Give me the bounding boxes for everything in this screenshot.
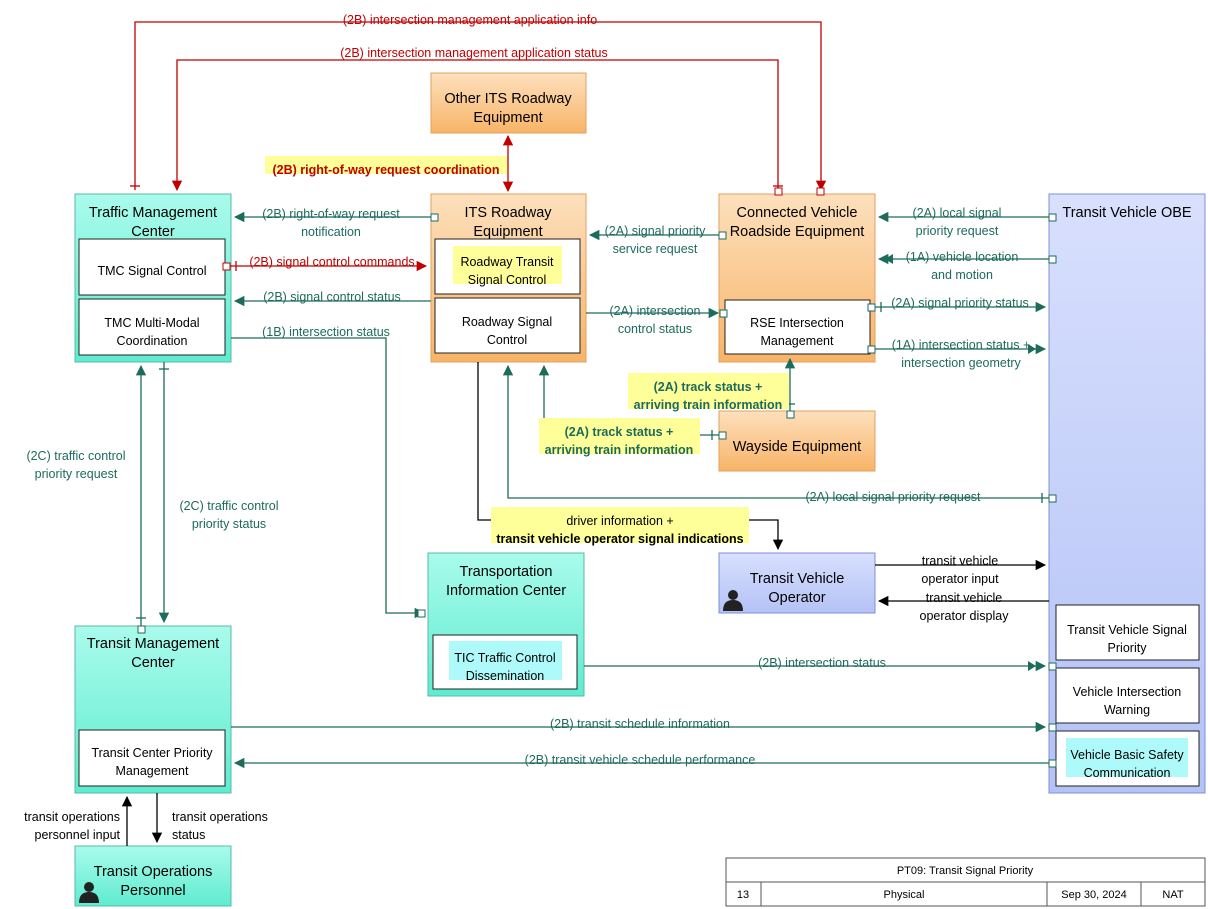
- flow-label: (2B) signal control commands: [249, 255, 414, 269]
- flow-app-status: (2B) intersection management application…: [171, 46, 783, 196]
- flow-row-coordination: (2B) right-of-way request coordination: [265, 134, 514, 193]
- node-title: Wayside Equipment: [733, 439, 861, 455]
- flow-label: (2A) local signal priority request: [805, 490, 981, 504]
- flow-intersection-status-1b: (1B) intersection status: [231, 325, 426, 619]
- flow-local-signal-priority-long: (2A) local signal priority request: [502, 364, 1057, 504]
- flow-transit-schedule-performance: (2B) transit vehicle schedule performanc…: [233, 753, 1057, 769]
- flow-label: (2B) intersection status: [758, 656, 886, 670]
- flow-track-status-left: (2A) track status +arriving train inform…: [538, 364, 727, 457]
- title-block: PT09: Transit Signal Priority 13 Physica…: [725, 857, 1206, 907]
- subsystem-label: TMC Signal Control: [97, 264, 206, 278]
- flow-signal-control-status: (2B) signal control status: [233, 290, 431, 307]
- flow-intersection-status-2b: (2B) intersection status: [584, 656, 1057, 672]
- flow-label: (2A) signal priority status: [891, 296, 1029, 310]
- title-block-number: 13: [737, 889, 749, 901]
- person-icon: [79, 882, 99, 903]
- flow-label: (2B) intersection management application…: [343, 13, 597, 27]
- node-title: Transit Vehicle OBE: [1062, 205, 1192, 221]
- flow-label: (2A) track status +arriving train inform…: [634, 380, 783, 412]
- flow-track-status-up: (2A) track status +arriving train inform…: [628, 357, 796, 419]
- title-block-date: Sep 30, 2024: [1061, 889, 1126, 901]
- flow-label: (2A) track status +arriving train inform…: [545, 425, 694, 457]
- flow-intersection-geometry: (1A) intersection status +intersection g…: [867, 338, 1047, 370]
- flow-label: (2B) transit schedule information: [550, 717, 730, 731]
- flow-label: (2B) transit vehicle schedule performanc…: [525, 753, 756, 767]
- flow-signal-control-commands: (2B) signal control commands: [222, 255, 428, 272]
- flow-label: (2B) right-of-way request coordination: [272, 163, 499, 177]
- title-block-org: NAT: [1162, 889, 1183, 901]
- flow-label: (1A) intersection status +intersection g…: [892, 338, 1031, 370]
- flow-label: (1B) intersection status: [262, 325, 390, 339]
- flow-transit-schedule-info: (2B) transit schedule information: [231, 717, 1057, 733]
- flow-driver-info: driver information +transit vehicle oper…: [477, 362, 784, 551]
- node-wayside-equipment: Wayside Equipment: [718, 410, 876, 472]
- flow-signal-priority-status: (2A) signal priority status: [867, 296, 1047, 313]
- person-icon: [723, 590, 743, 611]
- flow-label: driver information +transit vehicle oper…: [496, 514, 743, 546]
- flow-label: (2B) signal control status: [263, 290, 401, 304]
- title-block-title: PT09: Transit Signal Priority: [897, 865, 1034, 877]
- subsystem-tmc-signal-control: TMC Signal Control: [78, 238, 226, 296]
- flow-label: (2B) intersection management application…: [340, 46, 608, 60]
- title-block-view: Physical: [884, 889, 925, 901]
- flow-app-info: (2B) intersection management application…: [130, 13, 827, 196]
